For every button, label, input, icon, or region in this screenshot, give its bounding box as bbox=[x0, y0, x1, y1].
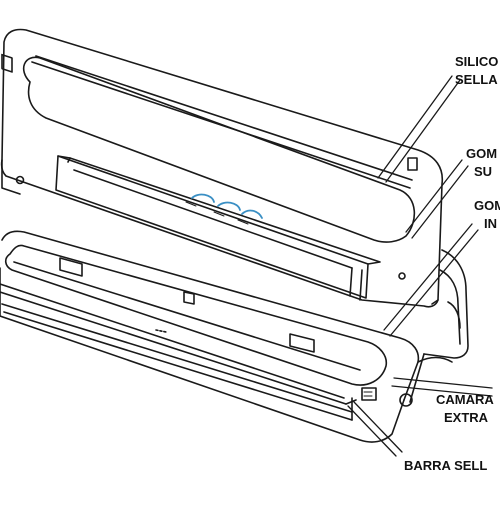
sealer-base bbox=[0, 230, 420, 443]
label-seal-bar: BARRA SELL bbox=[404, 458, 487, 473]
label-upper-gasket-line1: GOM bbox=[466, 146, 497, 161]
part-labels: SILICO SELLA GOM SU GOM IN CAMARA EXTRA … bbox=[404, 54, 500, 473]
label-chamber-line1: CAMARA bbox=[436, 392, 494, 407]
label-chamber-line2: EXTRA bbox=[444, 410, 489, 425]
leader-lines bbox=[347, 75, 493, 457]
label-upper-gasket-line2: SU bbox=[474, 164, 492, 179]
label-lower-gasket-line1: GOM bbox=[474, 198, 500, 213]
label-lower-gasket-line2: IN bbox=[484, 216, 497, 231]
control-panel bbox=[55, 155, 381, 301]
sealer-lid bbox=[0, 28, 444, 308]
label-silicone-line1: SILICO bbox=[455, 54, 498, 69]
label-silicone-line2: SELLA bbox=[455, 72, 498, 87]
